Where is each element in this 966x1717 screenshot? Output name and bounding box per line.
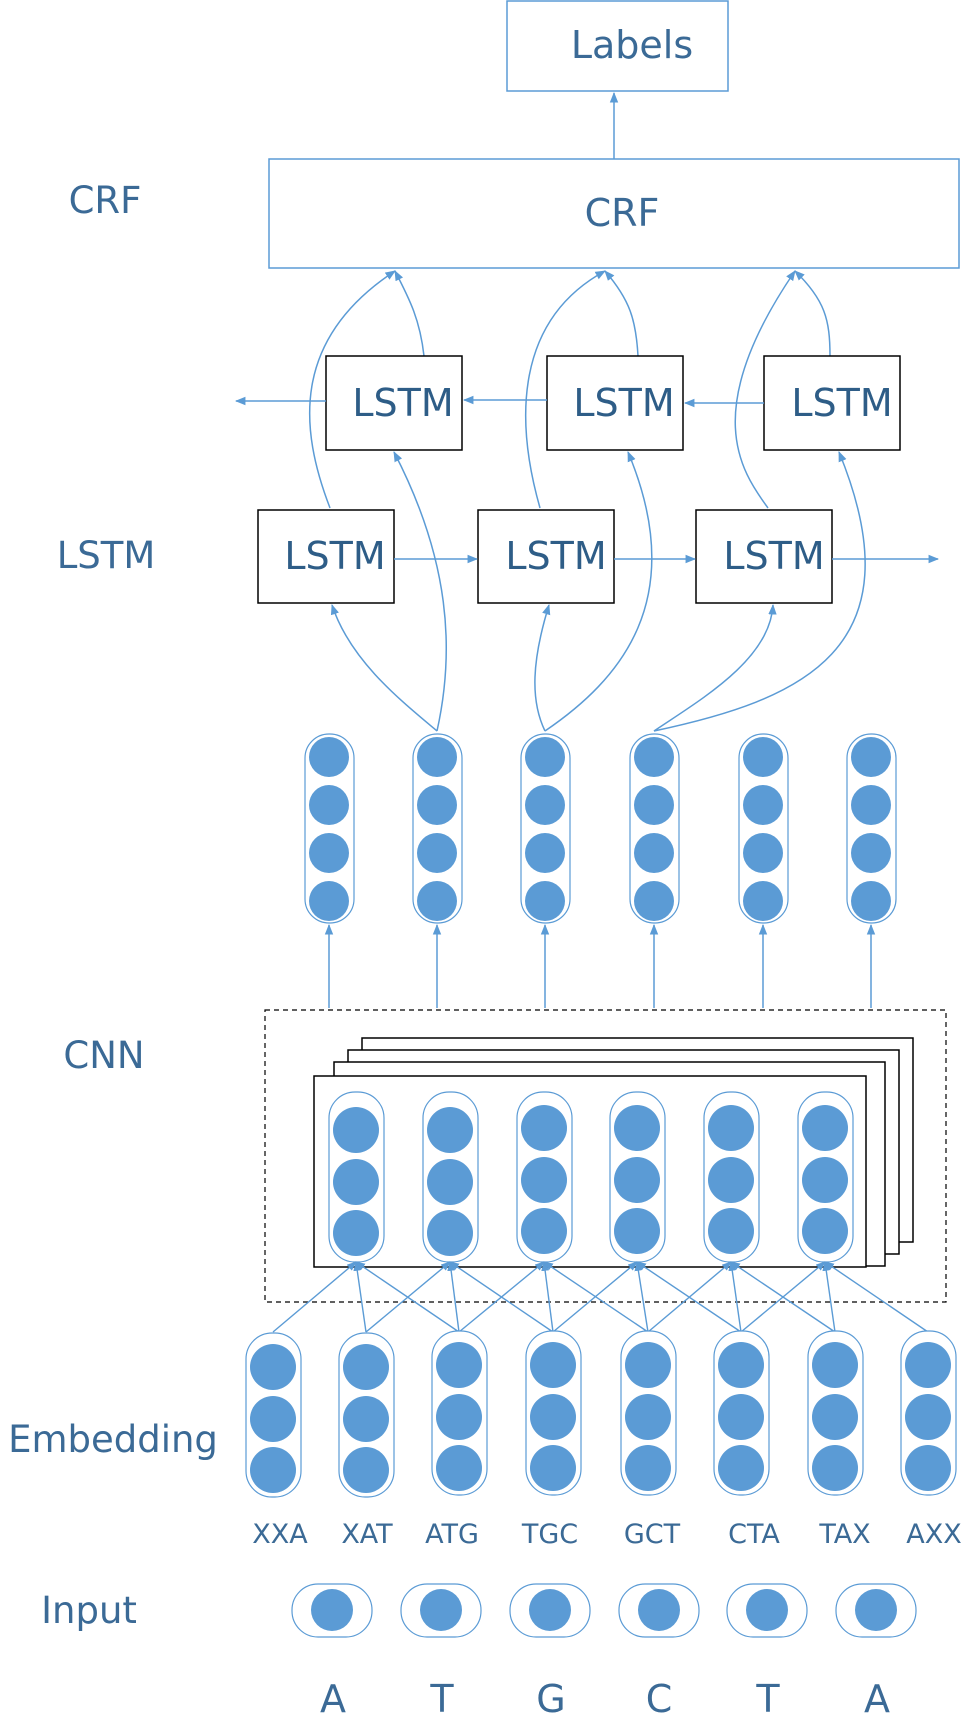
lstm-to-crf-connections <box>308 270 831 509</box>
base-letter: C <box>646 1677 673 1717</box>
feature-column <box>412 733 463 924</box>
trigram-label: XXA <box>252 1519 308 1550</box>
conv-column <box>797 1091 854 1263</box>
features-to-lstm-connections <box>330 451 866 732</box>
lstm-box-text: LSTM <box>352 381 453 425</box>
embedding-column <box>431 1330 488 1496</box>
lstm-box-text: LSTM <box>505 534 606 578</box>
trigram-label: CTA <box>728 1519 780 1550</box>
layer-label-embedding: Embedding <box>8 1418 218 1461</box>
input-layer <box>291 1583 917 1638</box>
embedding-to-cnn-connections <box>272 1261 929 1333</box>
embedding-column <box>245 1332 302 1498</box>
backward-lstm-row: LSTM LSTM LSTM <box>234 355 901 451</box>
feature-column <box>304 733 355 924</box>
layer-label-cnn: CNN <box>63 1034 144 1077</box>
trigram-label: XAT <box>341 1519 393 1550</box>
input-node <box>400 1583 482 1638</box>
embedding-column <box>900 1330 957 1496</box>
embedding-column <box>338 1332 395 1498</box>
conv-column <box>422 1091 479 1263</box>
base-letter: A <box>864 1677 890 1717</box>
trigram-label: ATG <box>425 1519 479 1550</box>
embedding-column <box>620 1330 677 1496</box>
input-node <box>835 1583 917 1638</box>
input-node <box>291 1583 373 1638</box>
trigram-label: TGC <box>521 1519 578 1550</box>
layer-label-crf: CRF <box>69 179 142 222</box>
conv-column <box>703 1091 760 1263</box>
feature-column <box>629 733 680 924</box>
lstm-box-text: LSTM <box>284 534 385 578</box>
embedding-layer <box>245 1330 957 1498</box>
base-letter: A <box>320 1677 346 1717</box>
layer-label-input: Input <box>41 1589 137 1632</box>
lstm-box-text: LSTM <box>791 381 892 425</box>
feature-column <box>738 733 789 924</box>
conv-column <box>328 1091 385 1263</box>
labels-output-box: Labels <box>506 0 729 92</box>
base-letter: G <box>536 1677 565 1717</box>
embedding-column <box>713 1330 770 1496</box>
input-node <box>618 1583 700 1638</box>
input-node <box>726 1583 808 1638</box>
trigram-label: AXX <box>906 1519 961 1550</box>
base-letter: T <box>429 1677 454 1717</box>
feature-column <box>520 733 571 924</box>
base-letter: T <box>755 1677 780 1717</box>
input-node <box>509 1583 591 1638</box>
cnn-block <box>264 1009 947 1303</box>
layer-label-lstm: LSTM <box>57 534 156 577</box>
base-sequence: A T G C T A <box>320 1677 890 1717</box>
embedding-column <box>525 1330 582 1496</box>
cnn-output-features <box>304 733 897 924</box>
forward-lstm-row: LSTM LSTM LSTM <box>257 509 940 604</box>
lstm-box-text: LSTM <box>573 381 674 425</box>
embedding-column <box>807 1330 864 1496</box>
labels-box-text: Labels <box>571 23 693 67</box>
trigram-label: TAX <box>818 1519 870 1550</box>
lstm-box-text: LSTM <box>723 534 824 578</box>
conv-column <box>516 1091 573 1263</box>
crf-box-text: CRF <box>585 191 660 235</box>
cnn-to-features-arrows <box>324 923 876 1008</box>
trigram-labels: XXA XAT ATG TGC GCT CTA TAX AXX <box>252 1519 961 1550</box>
crf-box: CRF <box>268 158 960 269</box>
trigram-label: GCT <box>624 1519 681 1550</box>
feature-column <box>846 733 897 924</box>
conv-column <box>609 1091 666 1263</box>
